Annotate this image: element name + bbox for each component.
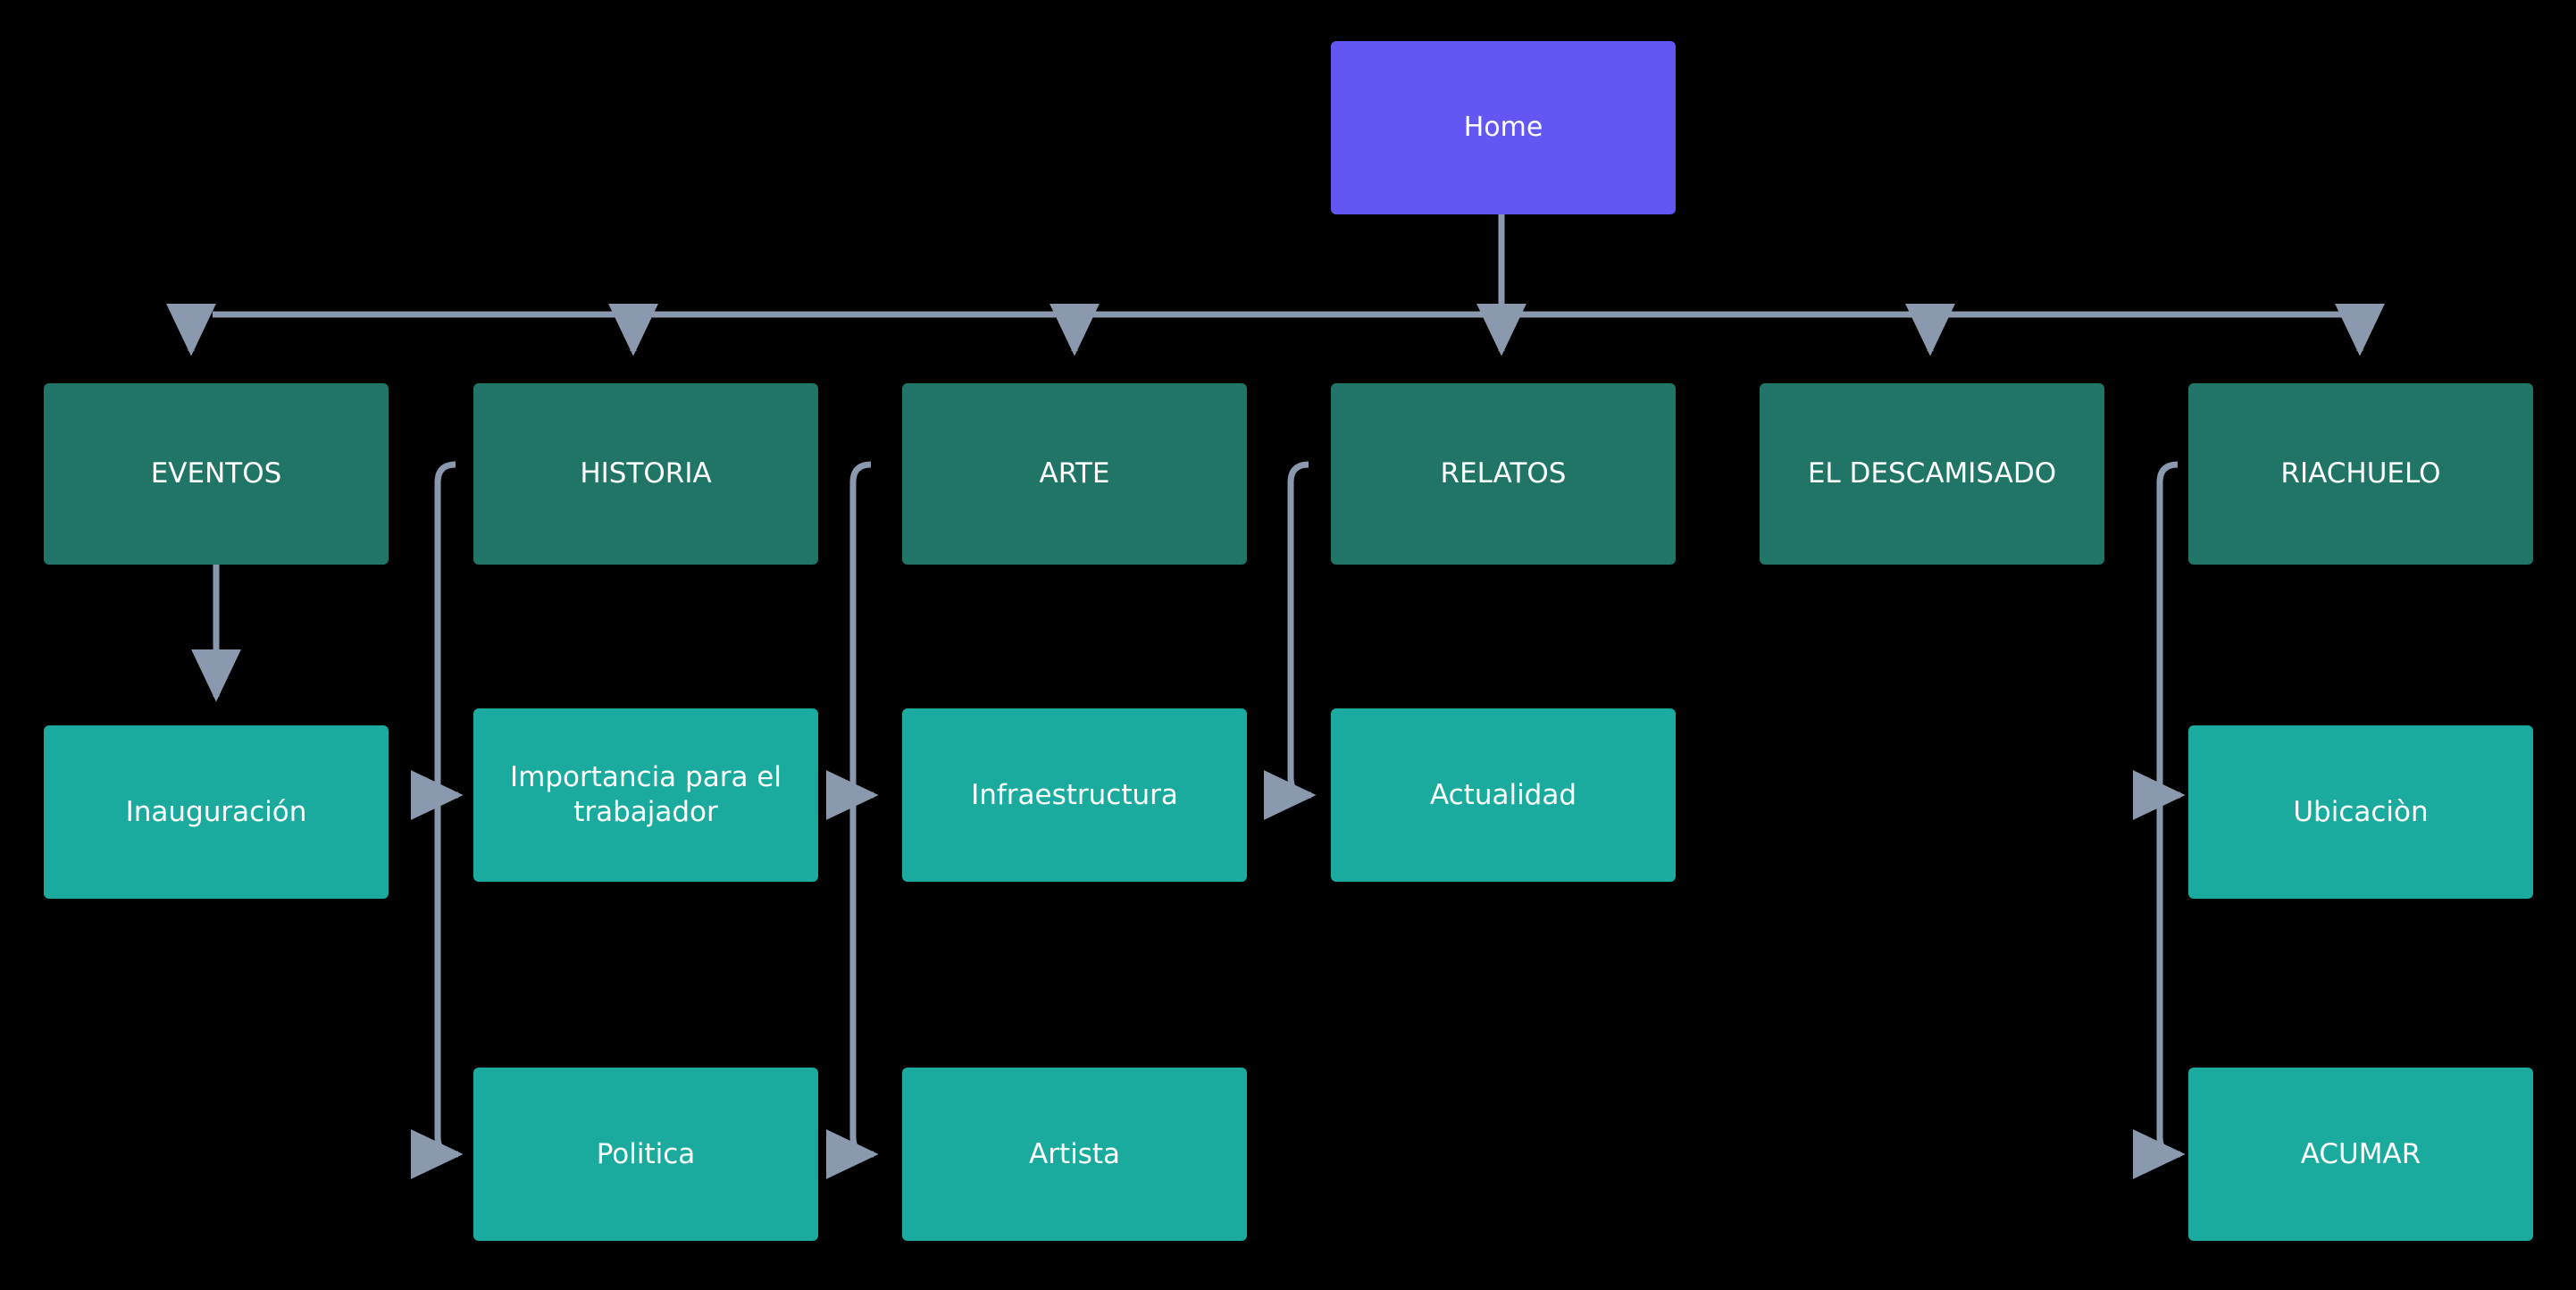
node-home[interactable]: Home bbox=[1331, 41, 1676, 214]
node-arte-label: ARTE bbox=[1039, 457, 1110, 490]
node-artista[interactable]: Artista bbox=[902, 1068, 1247, 1241]
wire-riachuelo-rail bbox=[2156, 461, 2179, 1158]
node-relatos-label: RELATOS bbox=[1440, 457, 1567, 490]
node-relatos[interactable]: RELATOS bbox=[1331, 383, 1676, 565]
node-actualidad-label: Actualidad bbox=[1429, 778, 1577, 811]
node-politica[interactable]: Politica bbox=[473, 1068, 818, 1241]
node-inauguracion[interactable]: Inauguración bbox=[44, 725, 389, 899]
node-el-descamisado[interactable]: EL DESCAMISADO bbox=[1760, 383, 2104, 565]
node-ubicacion[interactable]: Ubicaciòn bbox=[2188, 725, 2533, 899]
node-historia[interactable]: HISTORIA bbox=[473, 383, 818, 565]
node-acumar-label: ACUMAR bbox=[2300, 1137, 2421, 1170]
node-politica-label: Politica bbox=[596, 1137, 696, 1170]
node-inauguracion-label: Inauguración bbox=[125, 795, 307, 828]
wire-historia-rail bbox=[434, 461, 456, 1158]
node-riachuelo-label: RIACHUELO bbox=[2280, 457, 2441, 490]
wire-relatos-rail bbox=[1287, 461, 1309, 799]
node-actualidad[interactable]: Actualidad bbox=[1331, 708, 1676, 882]
node-infraestructura[interactable]: Infraestructura bbox=[902, 708, 1247, 882]
node-el-descamisado-label: EL DESCAMISADO bbox=[1807, 457, 2057, 490]
wire-home-arte bbox=[1050, 303, 1100, 356]
node-eventos[interactable]: EVENTOS bbox=[44, 383, 389, 565]
node-importancia-para-el-trabajador[interactable]: Importancia para el trabajador bbox=[473, 708, 818, 882]
node-importancia-para-el-trabajador-label: Importancia para el trabajador bbox=[510, 761, 782, 828]
wire-arte-rail bbox=[849, 461, 872, 1158]
node-acumar[interactable]: ACUMAR bbox=[2188, 1068, 2533, 1241]
wire-home-historia bbox=[608, 303, 658, 356]
node-ubicacion-label: Ubicaciòn bbox=[2293, 795, 2429, 828]
node-infraestructura-label: Infraestructura bbox=[971, 778, 1178, 811]
node-eventos-label: EVENTOS bbox=[150, 457, 282, 490]
node-historia-label: HISTORIA bbox=[580, 457, 712, 490]
node-riachuelo[interactable]: RIACHUELO bbox=[2188, 383, 2533, 565]
node-artista-label: Artista bbox=[1028, 1137, 1121, 1170]
node-home-label: Home bbox=[1463, 112, 1543, 144]
node-arte[interactable]: ARTE bbox=[902, 383, 1247, 565]
wire-home-eventos bbox=[166, 303, 216, 356]
wire-home-riachuelo bbox=[2335, 303, 2385, 356]
